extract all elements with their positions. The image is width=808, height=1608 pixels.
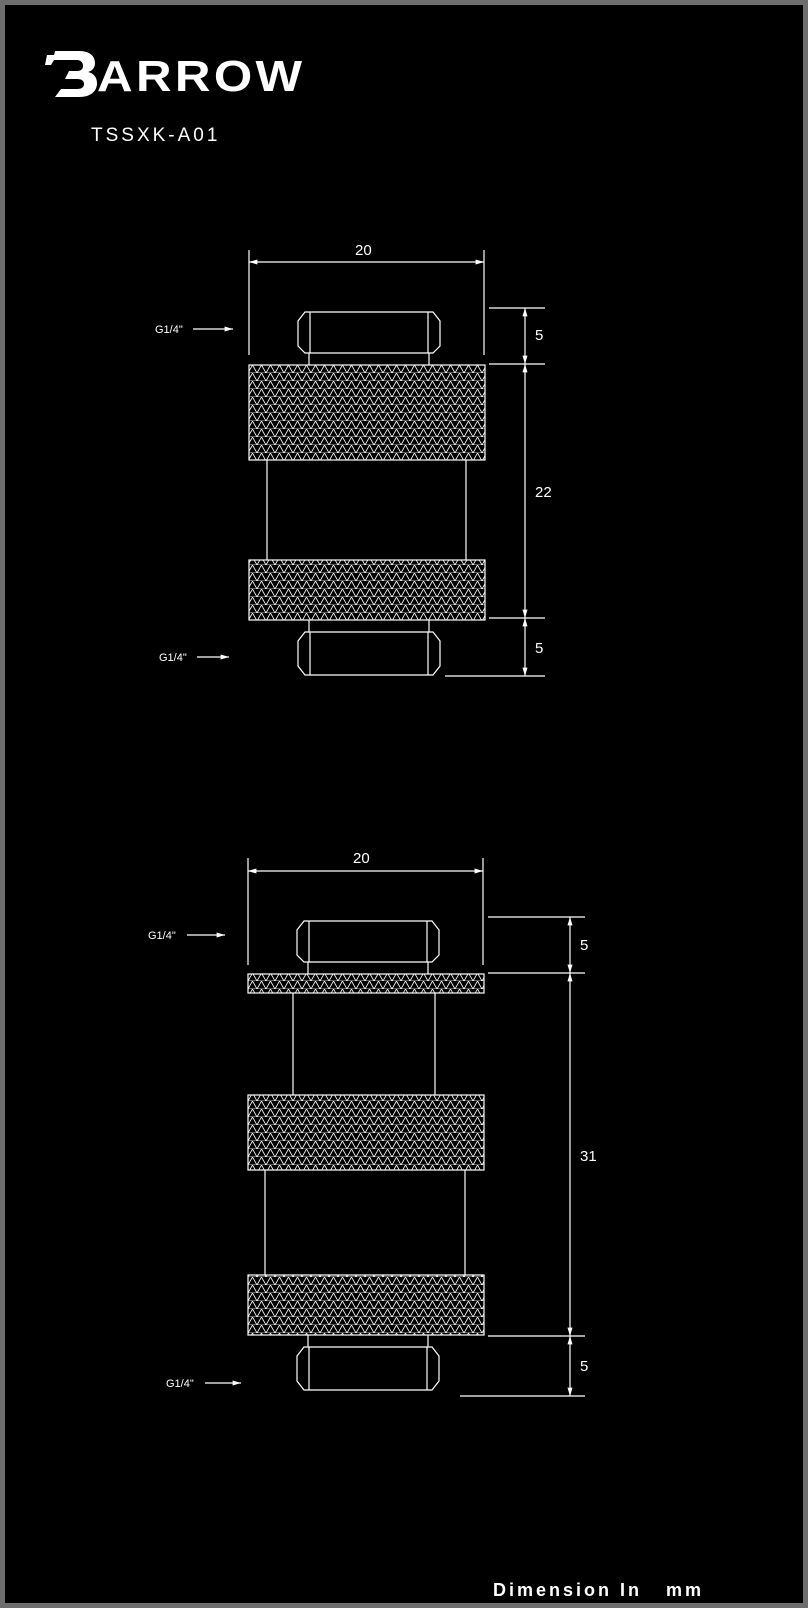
drawing-b-bottom-thread bbox=[296, 1346, 440, 1391]
dimension-drawings: 20 5 22 5 G1/4" G1/4" bbox=[148, 242, 597, 1397]
drawing-a-body-height-label: 22 bbox=[535, 484, 552, 501]
dimension-units-note: Dimension In mm bbox=[493, 1580, 705, 1600]
drawing-a bbox=[193, 250, 545, 677]
drawing-b-middle-knurl bbox=[247, 1094, 485, 1171]
drawing-a-bottom-thread bbox=[297, 631, 441, 676]
brand-logo-block: ARROW bbox=[45, 43, 302, 99]
barrow-b-logo-icon bbox=[45, 51, 97, 97]
drawing-a-top-height-label: 5 bbox=[535, 327, 543, 344]
model-number: TSSXK-A01 bbox=[91, 125, 221, 146]
drawing-a-bottom-height-label: 5 bbox=[535, 640, 543, 657]
drawing-b-top-height-label: 5 bbox=[580, 937, 588, 954]
drawing-a-width-label: 20 bbox=[355, 242, 372, 259]
drawing-b-top-thread bbox=[296, 920, 440, 963]
drawing-b-top-port-label: G1/4" bbox=[148, 930, 176, 942]
brand-name: ARROW bbox=[97, 52, 306, 101]
drawing-b-body-height-label: 31 bbox=[580, 1148, 597, 1165]
drawing-b-bottom-port-label: G1/4" bbox=[166, 1378, 194, 1390]
drawing-a-upper-knurl bbox=[248, 364, 486, 461]
drawing-b-bottom-height-label: 5 bbox=[580, 1358, 588, 1375]
drawing-b-thin-knurl bbox=[247, 973, 485, 994]
drawing-b-lower-knurl bbox=[247, 1274, 485, 1336]
drawing-a-lower-knurl bbox=[248, 559, 486, 621]
drawing-a-top-thread bbox=[297, 311, 441, 354]
drawing-b-width-label: 20 bbox=[353, 850, 370, 867]
drawing-a-bottom-port-label: G1/4" bbox=[159, 652, 187, 664]
drawing-a-top-port-label: G1/4" bbox=[155, 324, 183, 336]
drawing-b bbox=[187, 858, 585, 1397]
